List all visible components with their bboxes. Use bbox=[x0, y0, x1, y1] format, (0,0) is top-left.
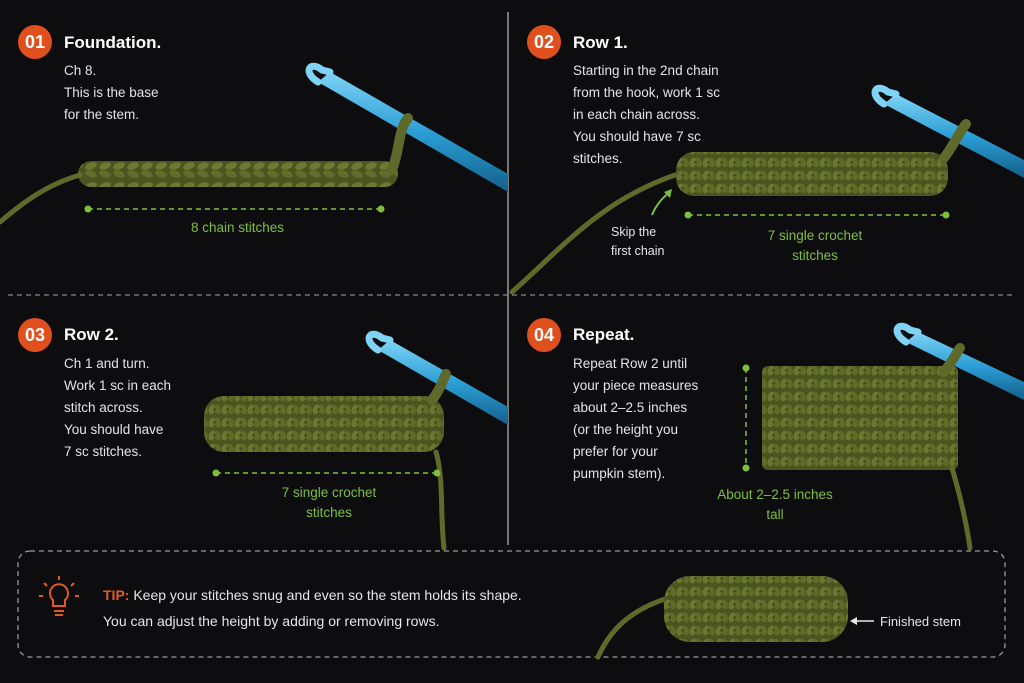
step-4-line: your piece measures bbox=[573, 378, 699, 393]
step-2-measure-label: 7 single crochet stitches bbox=[740, 226, 890, 266]
crochet-hook-4 bbox=[893, 322, 1024, 400]
step-4-badge: 04 bbox=[527, 318, 561, 352]
step-4-text: Repeat Row 2 until your piece measures a… bbox=[573, 353, 698, 485]
yarn-tail bbox=[509, 171, 681, 295]
step-2-line: You should have 7 sc bbox=[573, 129, 701, 144]
step-1-title: Foundation. bbox=[64, 33, 162, 52]
crochet-hook-1 bbox=[305, 62, 508, 192]
panel-1-illustration bbox=[0, 62, 508, 225]
step-2-title: Row 1. bbox=[573, 33, 628, 52]
step-1-badge: 01 bbox=[18, 25, 52, 59]
finished-stem-label: Finished stem bbox=[880, 614, 961, 629]
measure-text: About 2–2.5 inches bbox=[717, 487, 833, 502]
panel-4-illustration bbox=[742, 322, 1024, 551]
step-3-title: Row 2. bbox=[64, 325, 119, 344]
tip-text: TIP: Keep your stitches snug and even so… bbox=[103, 582, 522, 634]
measure-text: 7 single crochet bbox=[767, 228, 863, 243]
row-1-swatch bbox=[676, 152, 948, 196]
step-1-line: Ch 8. bbox=[64, 63, 97, 78]
measure-text: 8 chain stitches bbox=[190, 220, 285, 235]
step-1-text: Ch 8. This is the base for the stem. bbox=[64, 60, 159, 126]
step-3-text: Ch 1 and turn. Work 1 sc in each stitch … bbox=[64, 353, 171, 463]
step-3-line: 7 sc stitches. bbox=[64, 444, 143, 459]
callout-text: first chain bbox=[611, 244, 665, 258]
step-3-line: Work 1 sc in each bbox=[64, 378, 172, 393]
yarn-tail bbox=[949, 465, 973, 551]
step-2-text: Starting in the 2nd chain from the hook,… bbox=[573, 60, 720, 170]
step-4-line: (or the height you bbox=[573, 422, 679, 437]
row-2-swatch bbox=[204, 396, 444, 452]
measure-text: stitches bbox=[792, 248, 838, 263]
working-loop bbox=[387, 113, 413, 175]
step-2-callout: Skip the first chain bbox=[611, 223, 665, 261]
tip-label: TIP: bbox=[103, 587, 130, 603]
step-4-measure-label: About 2–2.5 inches tall bbox=[700, 485, 850, 525]
step-2-line: from the hook, work 1 sc bbox=[573, 85, 721, 100]
lightbulb-icon bbox=[39, 576, 79, 616]
tip-line: Keep your stitches snug and even so the … bbox=[133, 587, 522, 603]
yarn-tail bbox=[433, 449, 447, 551]
step-4-line: prefer for your bbox=[573, 444, 658, 459]
step-4-title: Repeat. bbox=[573, 325, 635, 344]
step-1-line: for the stem. bbox=[64, 107, 140, 122]
working-loop bbox=[939, 119, 971, 163]
yarn-tail bbox=[0, 172, 83, 225]
arrow-left-icon bbox=[850, 617, 874, 625]
step-4-line: about 2–2.5 inches bbox=[573, 400, 688, 415]
step-3-measure-label: 7 single crochet stitches bbox=[254, 483, 404, 523]
tip-box bbox=[17, 550, 1006, 658]
yarn-tail bbox=[595, 595, 671, 660]
step-3-line: Ch 1 and turn. bbox=[64, 356, 150, 371]
measure-text: stitches bbox=[306, 505, 352, 520]
measure-text: tall bbox=[766, 507, 784, 522]
panel-2-illustration bbox=[509, 84, 1024, 295]
step-1-measure-label: 8 chain stitches bbox=[150, 218, 325, 238]
step-2-badge: 02 bbox=[527, 25, 561, 59]
measure-text: 7 single crochet bbox=[281, 485, 377, 500]
step-2-line: stitches. bbox=[573, 151, 623, 166]
panel-3-illustration bbox=[204, 330, 508, 551]
step-4-line: pumpkin stem). bbox=[573, 466, 666, 481]
step-2-line: in each chain across. bbox=[573, 107, 700, 122]
step-4-line: Repeat Row 2 until bbox=[573, 356, 688, 371]
step-1-line: This is the base bbox=[64, 85, 159, 100]
tip-line: You can adjust the height by adding or r… bbox=[103, 613, 440, 629]
working-loop bbox=[427, 369, 451, 405]
step-3-badge: 03 bbox=[18, 318, 52, 352]
repeat-swatch bbox=[762, 366, 958, 470]
step-3-line: You should have bbox=[64, 422, 164, 437]
foundation-chain bbox=[78, 161, 398, 187]
step-2-line: Starting in the 2nd chain bbox=[573, 63, 719, 78]
working-loop bbox=[939, 343, 965, 377]
finished-stem bbox=[664, 576, 848, 642]
callout-text: Skip the bbox=[611, 225, 657, 239]
step-3-line: stitch across. bbox=[64, 400, 143, 415]
